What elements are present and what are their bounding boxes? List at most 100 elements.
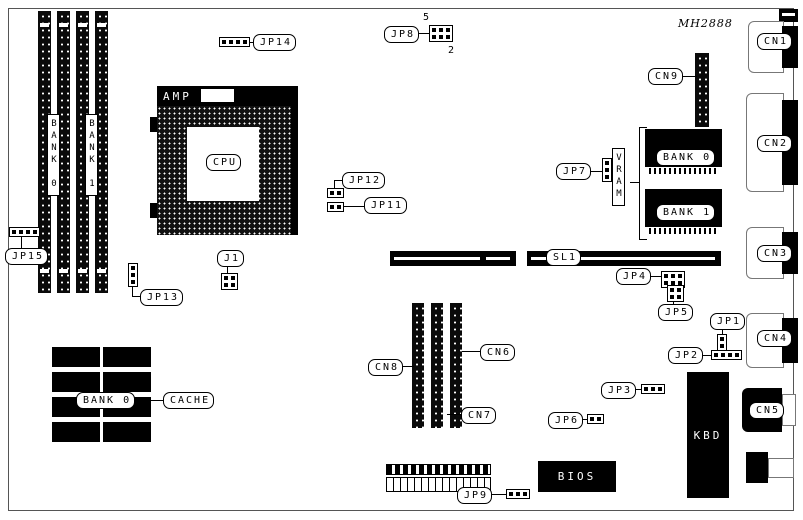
socket-tab [150,203,157,218]
leader-line [132,280,133,297]
leader-line [670,76,697,77]
corner-connector [779,9,798,22]
jp9-pin-header [506,489,530,499]
simm-slot [38,11,51,293]
cache-chip [52,347,100,367]
cache-chip [103,347,151,367]
label-jp8: JP8 [384,26,420,43]
label-jp15: JP15 [5,248,49,265]
label-cn5: CN5 [749,402,785,419]
vram-bank0-label: BANK 0 [656,149,716,166]
label-jp12: JP12 [342,172,386,189]
label-cn7: CN7 [461,407,497,424]
jp6-pin-header [587,414,604,424]
jp8-pin2-number: 2 [448,45,455,56]
cn8-slot [412,303,424,428]
leader-line [696,355,713,356]
label-jp4: JP4 [616,268,652,285]
bottom-header-row-top [386,464,491,475]
label-jp7: JP7 [556,163,592,180]
bottom-right-connector-tail [768,458,794,478]
label-jp9: JP9 [457,487,493,504]
leader-line [334,180,346,181]
label-cache: CACHE [163,392,215,409]
label-cpu: CPU [206,154,242,171]
label-cn8: CN8 [368,359,404,376]
label-cn2: CN2 [757,135,793,152]
leader-line [722,327,723,336]
vram-bracket-tick [639,239,647,240]
kbd-controller: KBD [687,372,729,498]
leader-line [673,299,674,306]
leader-line [341,206,367,207]
label-jp5: JP5 [658,304,694,321]
label-jp1: JP1 [710,313,746,330]
label-sl1: SL1 [546,249,582,266]
jp11-pin-header [327,202,344,212]
label-cn3: CN3 [757,245,793,262]
vram-bracket-tick [630,182,639,183]
cache-chip [103,422,151,442]
leader-line [486,494,508,495]
leader-line [447,414,463,415]
bios-label: BIOS [557,470,597,483]
simm-bank0-label: BANK 0 [47,114,60,196]
leader-line [148,400,165,401]
leader-line [396,366,414,367]
part-number: MH2888 [678,17,733,30]
cache-chip [52,372,100,392]
vram-bracket [639,127,640,240]
simm-bank1-label: BANK 1 [85,114,98,196]
label-jp14: JP14 [253,34,297,51]
label-cn4: CN4 [757,330,793,347]
label-cn9: CN9 [648,68,684,85]
simm-slot [76,11,89,293]
leader-line [132,296,142,297]
jp8-pin5-number: 5 [423,12,430,23]
bottom-right-connector [746,452,768,483]
socket-tab [150,117,157,132]
label-jp13: JP13 [140,289,184,306]
amp-label: AMP [163,90,192,103]
jp2-pin-header [711,350,742,360]
jp15-pin-header [9,227,40,237]
cache-chip [52,422,100,442]
jp5-pin-block [667,285,684,302]
cn7-slot [431,303,443,428]
jp3-pin-header [641,384,665,394]
label-jp11: JP11 [364,197,408,214]
leader-line [462,351,482,352]
cache-bank0-label: BANK 0 [76,392,136,409]
leader-line [410,33,432,34]
vram-bank1-label: BANK 1 [656,204,716,221]
expansion-slot [390,251,516,266]
leader-line [590,171,604,172]
cn6-slot [450,303,462,428]
simm-slot [57,11,70,293]
vram-bracket-tick [639,127,647,128]
label-jp3: JP3 [601,382,637,399]
cache-chip [103,372,151,392]
amp-regulator-bar: AMP [157,86,291,106]
label-cn6: CN6 [480,344,516,361]
label-jp6: JP6 [548,412,584,429]
label-jp2: JP2 [668,347,704,364]
bios-chip: BIOS [538,461,616,492]
socket-side-strip [291,86,298,235]
jp14-pin-header [219,37,250,47]
leader-line [227,264,228,274]
vram-bank0-pins [649,168,718,174]
kbd-label: KBD [693,428,723,442]
simm-slot [95,11,108,293]
cn9-header [695,53,709,127]
vram-bank1-pins [649,228,718,234]
vram-label: VRAM [612,148,625,206]
leader-line [644,276,663,277]
leader-line [334,180,335,191]
label-j1: J1 [217,250,245,267]
leader-line [21,237,22,249]
jp13-pin-header [128,263,138,287]
j1-pin-block [221,273,238,290]
label-cn1: CN1 [757,33,793,50]
